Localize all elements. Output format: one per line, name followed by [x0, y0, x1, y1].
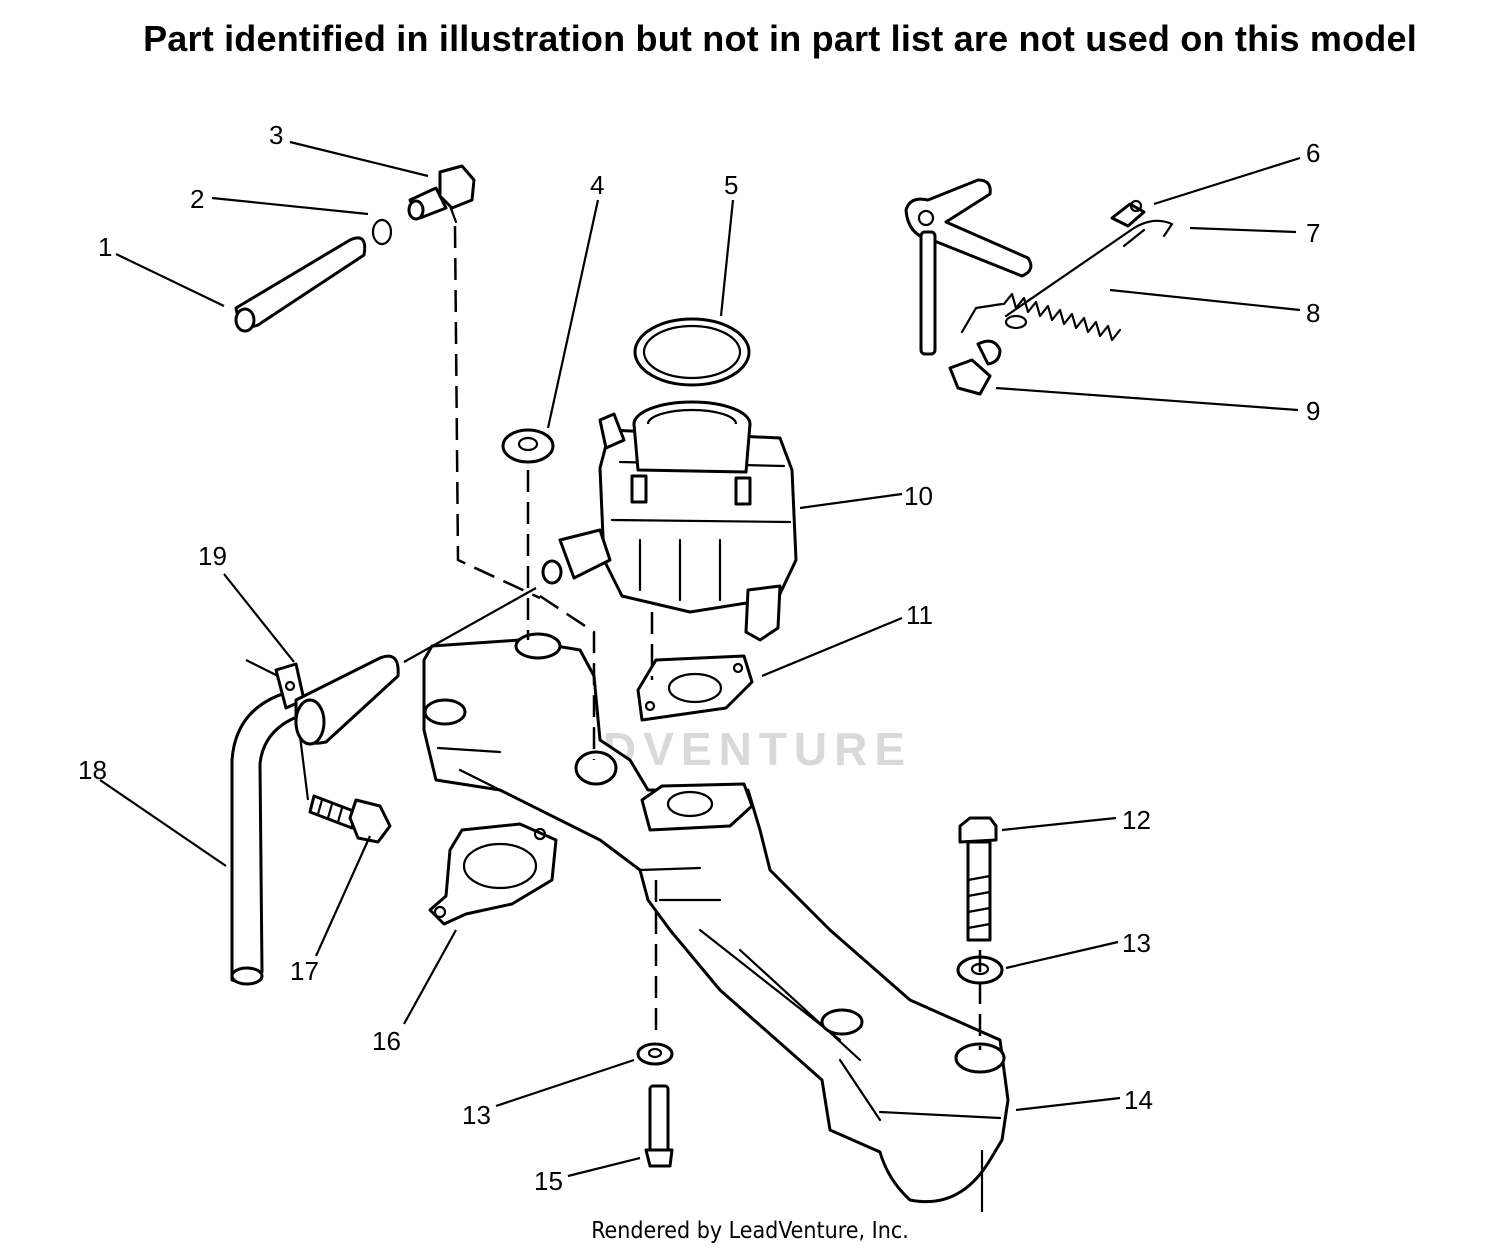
callout-11: 11 — [906, 600, 933, 630]
part-5-o-ring — [633, 317, 751, 387]
part-11-carburetor-gasket — [636, 654, 754, 722]
callout-17: 17 — [290, 956, 319, 986]
diagram-note: Part identified in illustration but not … — [143, 18, 1417, 59]
part-2-clamp — [371, 218, 393, 246]
callout-4: 4 — [590, 170, 604, 200]
callout-3: 3 — [269, 120, 283, 150]
callout-numbers: 1 2 3 4 5 6 7 8 9 10 11 12 13 13 14 15 1… — [78, 120, 1320, 1196]
part-1-fuel-hose — [234, 236, 367, 333]
part-17-bolt — [308, 794, 392, 844]
callout-9: 9 — [1306, 396, 1320, 426]
part-16-manifold-gasket — [428, 822, 558, 926]
part-4-washer — [501, 428, 555, 464]
part-19-clamp-bracket — [274, 654, 400, 746]
part-8-spring — [960, 228, 1146, 342]
part-3-elbow-fitting — [407, 164, 476, 224]
part-12-bolt — [958, 816, 998, 942]
callout-19: 19 — [198, 541, 227, 571]
part-9-wing-nut — [948, 339, 1002, 396]
part-7-rod — [1004, 219, 1174, 318]
part-13-washer-lower — [636, 1042, 674, 1066]
part-10-carburetor — [541, 400, 798, 642]
part-15-bolt — [644, 1084, 674, 1168]
callout-14: 14 — [1124, 1085, 1153, 1115]
callout-2: 2 — [190, 184, 204, 214]
callout-18: 18 — [78, 755, 107, 785]
part-linkage-plate-shaft — [904, 178, 1033, 356]
callout-5: 5 — [724, 170, 738, 200]
callout-6: 6 — [1306, 138, 1320, 168]
part-18-hose — [230, 688, 314, 986]
callout-13-upper: 13 — [1122, 928, 1151, 958]
assembly-centerlines — [298, 225, 984, 1212]
callout-13-lower: 13 — [462, 1100, 491, 1130]
callout-16: 16 — [372, 1026, 401, 1056]
part-14-intake-manifold — [422, 632, 1010, 1204]
callout-1: 1 — [98, 232, 112, 262]
callout-15: 15 — [534, 1166, 563, 1196]
callout-10: 10 — [904, 481, 933, 511]
render-credit: Rendered by LeadVenture, Inc. — [591, 1218, 909, 1244]
callout-7: 7 — [1306, 218, 1320, 248]
callout-12: 12 — [1122, 805, 1151, 835]
callout-leaders — [99, 140, 1301, 1178]
part-6-screw — [1110, 199, 1146, 228]
callout-8: 8 — [1306, 298, 1320, 328]
